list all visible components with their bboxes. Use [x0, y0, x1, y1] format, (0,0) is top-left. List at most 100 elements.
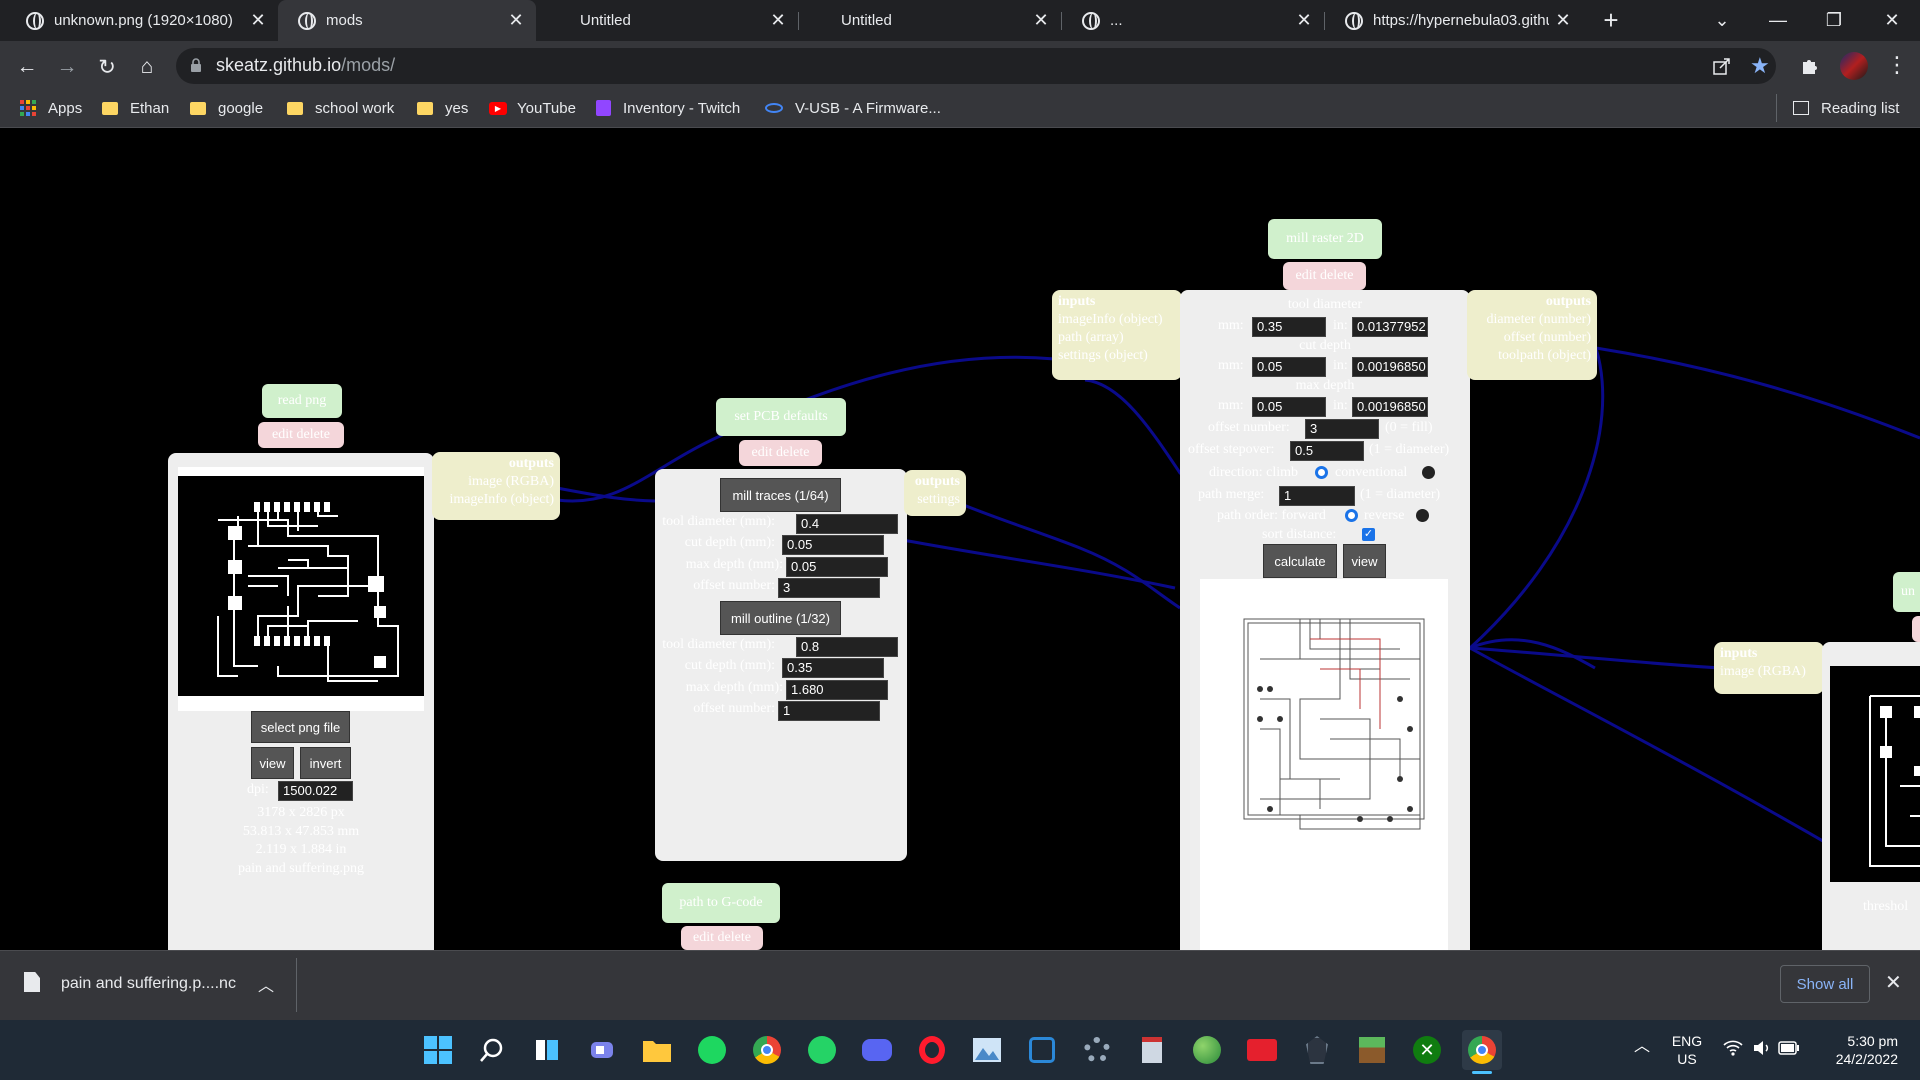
wifi-icon[interactable] [1723, 1040, 1743, 1061]
pcb-image[interactable] [178, 476, 424, 696]
threshold-image[interactable] [1830, 666, 1920, 882]
share-icon[interactable] [1712, 56, 1732, 76]
tab-unknown-png[interactable]: unknown.png (1920×1080) ✕ [6, 0, 278, 41]
bookmark-apps[interactable]: Apps [20, 95, 82, 121]
outline-offset-number-input[interactable]: 1 [778, 701, 880, 721]
chrome-profile-icon[interactable] [1462, 1030, 1502, 1070]
pcb-defaults-title[interactable]: set PCB defaults [716, 398, 846, 436]
photos-icon[interactable] [967, 1030, 1007, 1070]
chat-icon[interactable] [582, 1030, 622, 1070]
bookmark-youtube[interactable]: ▶ YouTube [489, 95, 576, 121]
start-button[interactable] [418, 1030, 458, 1070]
input-path[interactable]: path (array) [1058, 330, 1124, 345]
extensions-icon[interactable] [1800, 55, 1820, 75]
tab-untitled-2[interactable]: Untitled ✕ [799, 0, 1061, 41]
bookmark-star-icon[interactable]: ★ [1750, 53, 1770, 78]
offset-number-input[interactable]: 3 [1305, 419, 1379, 439]
sort-distance-checkbox[interactable]: ✓ [1362, 528, 1375, 541]
select-png-file-button[interactable]: select png file [251, 711, 350, 743]
bookmark-school-work[interactable]: school work [287, 95, 394, 121]
traces-max-depth-input[interactable]: 0.05 [786, 557, 888, 577]
max-depth-in-input[interactable]: 0.00196850 [1352, 397, 1428, 417]
bookmark-ethan[interactable]: Ethan [102, 95, 169, 121]
cut-depth-mm-input[interactable]: 0.05 [1252, 357, 1326, 377]
close-tab-icon[interactable]: ✕ [250, 10, 266, 30]
offset-stepover-input[interactable]: 0.5 [1290, 441, 1364, 461]
tab-loading[interactable]: ... ✕ [1062, 0, 1324, 41]
xbox-icon[interactable]: ✕ [1407, 1030, 1447, 1070]
bookmark-twitch[interactable]: Inventory - Twitch [596, 95, 740, 121]
output-toolpath[interactable]: toolpath (object) [1498, 348, 1591, 363]
battery-icon[interactable] [1778, 1041, 1800, 1060]
tab-search-button[interactable]: ⌄ [1714, 10, 1730, 30]
forza-icon[interactable] [1242, 1030, 1282, 1070]
max-depth-mm-input[interactable]: 0.05 [1252, 397, 1326, 417]
search-icon[interactable] [472, 1030, 512, 1070]
input-settings[interactable]: settings (object) [1058, 348, 1148, 363]
lock-icon[interactable] [190, 58, 202, 72]
tab-untitled-1[interactable]: Untitled ✕ [536, 0, 798, 41]
traces-offset-number-input[interactable]: 3 [778, 578, 880, 598]
whatsapp-icon[interactable] [802, 1030, 842, 1070]
close-tab-icon[interactable]: ✕ [1555, 10, 1571, 30]
input-image-rgba[interactable]: image (RGBA) [1720, 664, 1806, 679]
tab-hypernebula[interactable]: https://hypernebula03.githu ✕ [1325, 0, 1583, 41]
path-to-gcode-title[interactable]: path to G-code [662, 883, 780, 923]
download-filename[interactable]: pain and suffering.p....nc [61, 975, 236, 992]
mill-raster-title[interactable]: mill raster 2D [1268, 219, 1382, 259]
toolpath-preview[interactable] [1200, 579, 1448, 950]
outline-max-depth-input[interactable]: 1.680 [786, 680, 888, 700]
close-tab-icon[interactable]: ✕ [1033, 10, 1049, 30]
close-tab-icon[interactable]: ✕ [770, 10, 786, 30]
tray-overflow-icon[interactable]: ︿ [1634, 1038, 1651, 1055]
close-window-button[interactable]: ✕ [1884, 10, 1900, 30]
globe-app-icon[interactable] [1187, 1030, 1227, 1070]
forward-button[interactable]: → [56, 55, 78, 78]
read-png-title[interactable]: read png [262, 384, 342, 418]
path-order-forward-radio[interactable] [1345, 509, 1358, 522]
direction-conventional-radio[interactable] [1422, 466, 1435, 479]
cut-depth-in-input[interactable]: 0.00196850 [1352, 357, 1428, 377]
output-settings[interactable]: settings [917, 492, 960, 507]
reading-list-button[interactable]: Reading list [1793, 95, 1899, 121]
bookmark-google[interactable]: google [190, 95, 263, 121]
output-image-rgba[interactable]: image (RGBA) [468, 474, 554, 489]
notepad-icon[interactable] [1132, 1030, 1172, 1070]
back-button[interactable]: ← [16, 55, 38, 78]
discord-icon[interactable] [857, 1030, 897, 1070]
remote-desktop-icon[interactable] [1022, 1030, 1062, 1070]
alienware-icon[interactable] [1297, 1030, 1337, 1070]
spotify-icon[interactable] [692, 1030, 732, 1070]
address-bar[interactable] [176, 48, 1776, 84]
outline-tool-diameter-input[interactable]: 0.8 [796, 637, 898, 657]
threshold-title[interactable]: un [1893, 572, 1920, 612]
mill-traces-button[interactable]: mill traces (1/64) [720, 478, 841, 512]
mill-raster-edit-delete[interactable]: edit delete [1283, 262, 1366, 290]
tool-diameter-mm-input[interactable]: 0.35 [1252, 317, 1326, 337]
reload-button[interactable]: ↻ [98, 55, 116, 79]
close-download-bar-icon[interactable]: ✕ [1885, 972, 1902, 994]
mill-raster-view-button[interactable]: view [1343, 544, 1386, 578]
chrome-icon[interactable] [747, 1030, 787, 1070]
calculate-button[interactable]: calculate [1263, 544, 1337, 578]
url-text[interactable]: skeatz.github.io/mods/ [216, 55, 395, 76]
opera-icon[interactable] [912, 1030, 952, 1070]
minimize-button[interactable]: — [1769, 10, 1787, 30]
new-tab-button[interactable]: + [1603, 5, 1619, 35]
direction-climb-radio[interactable] [1315, 466, 1328, 479]
path-merge-input[interactable]: 1 [1279, 486, 1355, 506]
chevron-up-icon[interactable]: ︿ [258, 978, 275, 995]
task-view-icon[interactable] [527, 1030, 567, 1070]
maximize-button[interactable]: ❐ [1825, 10, 1843, 30]
language-indicator[interactable]: ENG US [1667, 1032, 1707, 1068]
tab-mods[interactable]: mods ✕ [278, 0, 536, 41]
profile-avatar[interactable] [1840, 52, 1868, 80]
bookmark-yes[interactable]: yes [417, 95, 468, 121]
outline-cut-depth-input[interactable]: 0.35 [782, 658, 884, 678]
traces-tool-diameter-input[interactable]: 0.4 [796, 514, 898, 534]
close-tab-icon[interactable]: ✕ [508, 10, 524, 30]
show-all-button[interactable]: Show all [1780, 965, 1870, 1003]
output-diameter[interactable]: diameter (number) [1486, 312, 1591, 327]
pcb-defaults-edit-delete[interactable]: edit delete [739, 440, 822, 466]
input-imageinfo[interactable]: imageInfo (object) [1058, 312, 1163, 327]
